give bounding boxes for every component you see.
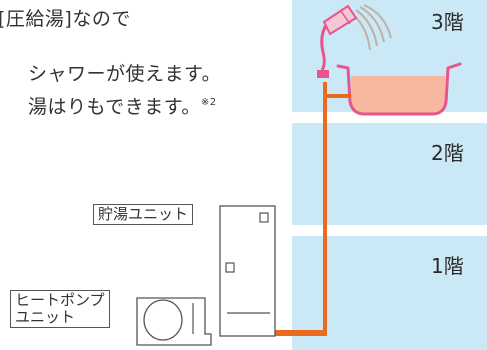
- heat-pump-label-line-2: ユニット: [15, 308, 76, 326]
- faucet-icon: [317, 70, 329, 78]
- footnote-mark: ※2: [200, 97, 217, 108]
- intro-line-3: 湯はりもできます。※2: [28, 98, 217, 117]
- intro-line-1: [圧給湯]なので: [0, 8, 131, 30]
- intro-line-2: シャワーが使えます。: [28, 63, 222, 85]
- hot-water-pipe: [267, 82, 351, 336]
- floor-3-label: 3階: [431, 10, 464, 34]
- intro-line-3-text: 湯はりもできます。: [28, 96, 201, 118]
- heat-pump-icon: [136, 297, 212, 346]
- heat-pump-unit-label: ヒートポンプ ユニット: [10, 290, 110, 328]
- water-stream-icon: [351, 4, 392, 51]
- floor-2-label: 2階: [431, 141, 464, 165]
- water-tank-icon: [219, 205, 276, 337]
- bathtub-icon: [336, 62, 462, 116]
- tank-unit-label: 貯湯ユニット: [93, 204, 194, 225]
- heat-pump-label-line-1: ヒートポンプ: [15, 291, 105, 309]
- shower-head-icon: [322, 4, 358, 36]
- floor-1-label: 1階: [431, 254, 464, 278]
